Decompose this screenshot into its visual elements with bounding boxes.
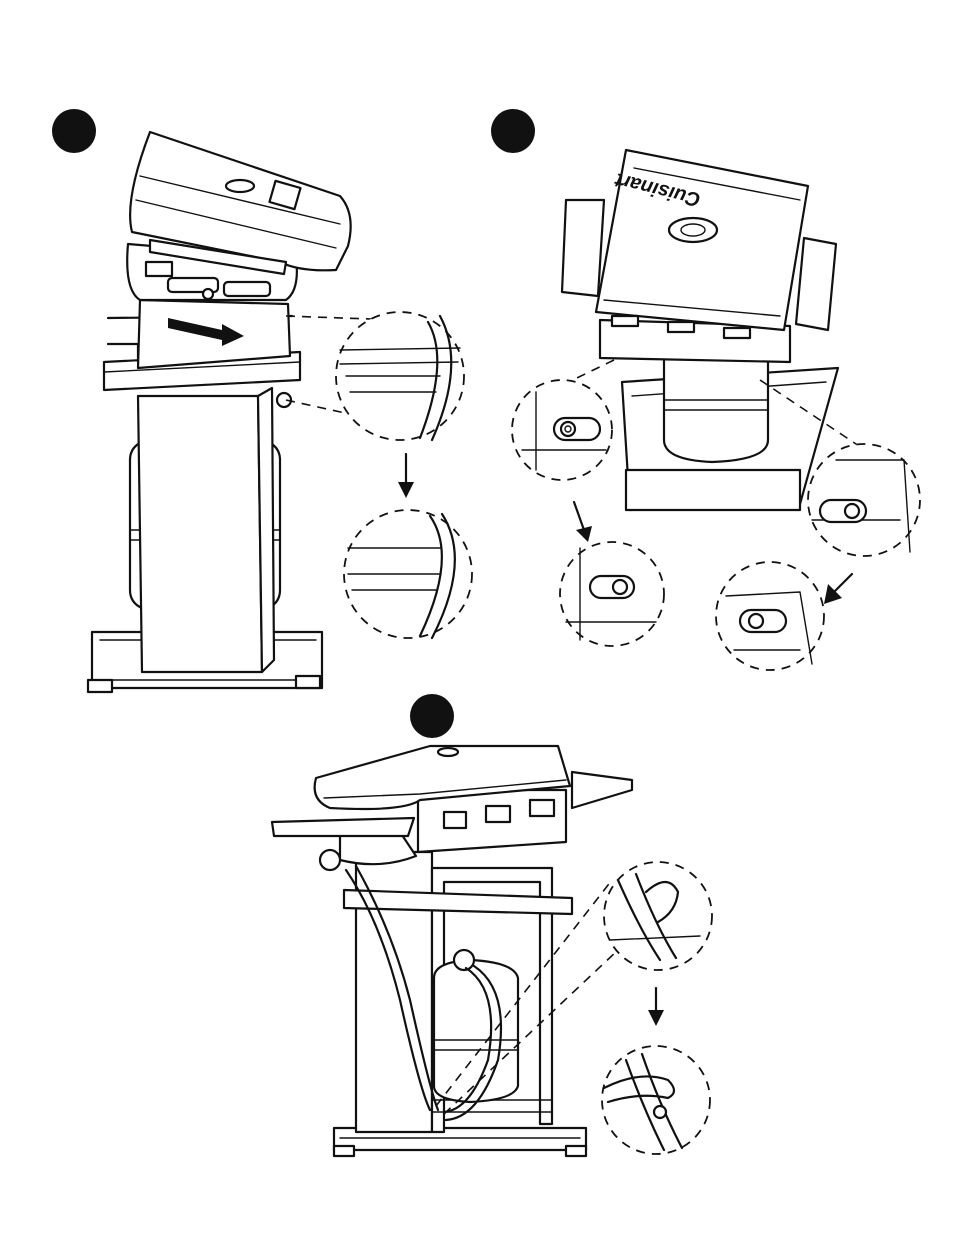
step-b-arrow-right <box>824 574 852 604</box>
step-c-grill-body <box>315 746 570 870</box>
step-b-detail-right <box>808 444 920 556</box>
step-c-detail-after <box>602 1046 710 1154</box>
step-c-side-shelf-left <box>272 818 414 836</box>
step-b-detail-lower-left <box>560 542 664 646</box>
step-b-grill-body: Cuisinart <box>562 150 836 362</box>
step-c-panel <box>272 694 712 1156</box>
step-b-detail-left <box>512 380 612 480</box>
step-a-panel <box>52 109 472 692</box>
step-c-down-arrow <box>648 988 664 1026</box>
step-a-detail-before <box>336 312 464 440</box>
step-c-badge <box>410 694 454 738</box>
step-b-panel: Cuisinart <box>491 109 920 670</box>
step-b-badge <box>491 109 535 153</box>
step-c-detail-before <box>604 862 712 970</box>
step-c-side-shelf-right <box>572 772 632 808</box>
step-b-detail-lower-right <box>716 562 824 670</box>
step-a-pedestal <box>138 388 274 672</box>
step-a-lid <box>130 132 351 274</box>
step-c-propane-tank <box>434 950 518 1102</box>
step-a-down-arrow <box>398 454 414 498</box>
step-a-badge <box>52 109 96 153</box>
step-b-arrow-left <box>574 502 592 542</box>
step-a-detail-after <box>344 510 472 638</box>
